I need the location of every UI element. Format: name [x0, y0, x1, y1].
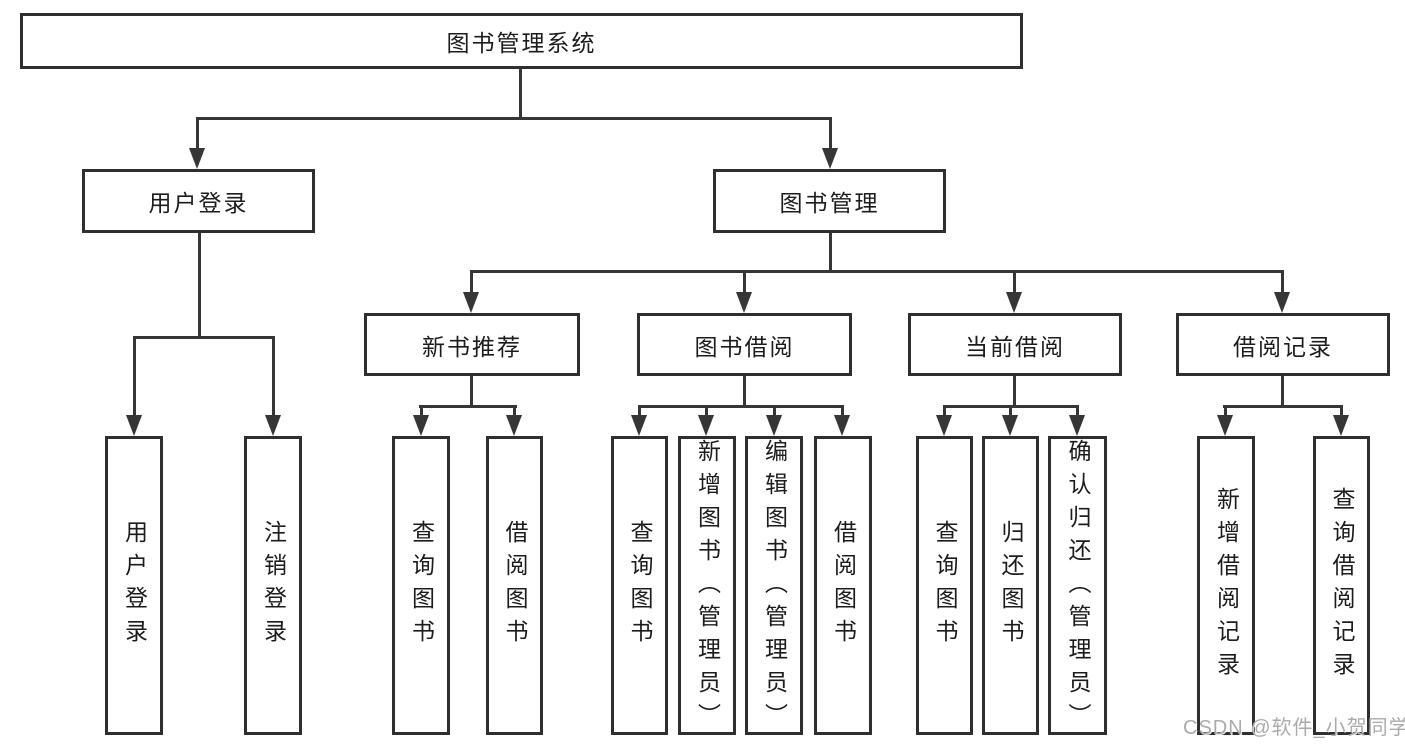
- connector-line: [133, 336, 136, 417]
- arrowhead-icon: [1002, 415, 1018, 436]
- leaf-query-books-current: 查询图书: [916, 436, 973, 735]
- node-borrowing-records: 借阅记录: [1176, 313, 1390, 376]
- connector-line: [420, 405, 423, 418]
- arrowhead-icon: [189, 148, 205, 169]
- connector-line: [470, 270, 473, 295]
- connector-line: [829, 233, 832, 272]
- connector-line: [1013, 376, 1016, 407]
- arrowhead-icon: [736, 292, 752, 313]
- arrowhead-icon: [265, 415, 281, 436]
- connector-line: [1223, 405, 1343, 408]
- connector-line: [272, 336, 275, 417]
- node-user-login: 用户登录: [82, 169, 315, 233]
- connector-line: [1076, 405, 1079, 418]
- connector-line: [841, 405, 844, 418]
- arrowhead-icon: [936, 415, 952, 436]
- connector-line: [829, 117, 832, 151]
- leaf-return-books: 归还图书: [982, 436, 1039, 735]
- connector-line: [638, 405, 844, 408]
- connector-line: [196, 117, 199, 151]
- leaf-query-books-borrowing: 查询图书: [611, 436, 668, 735]
- connector-line: [470, 376, 473, 407]
- node-current-borrowing: 当前借阅: [908, 313, 1122, 376]
- connector-line: [1281, 376, 1284, 407]
- node-new-book-recommendation: 新书推荐: [364, 313, 580, 376]
- connector-line: [705, 405, 708, 418]
- connector-line: [743, 376, 746, 407]
- arrowhead-icon: [766, 415, 782, 436]
- connector-line: [1281, 270, 1284, 295]
- connector-line: [133, 336, 275, 339]
- connector-line: [519, 69, 522, 120]
- connector-line: [196, 117, 832, 120]
- arrowhead-icon: [1006, 292, 1022, 313]
- connector-line: [943, 405, 946, 418]
- leaf-edit-books-admin: 编辑图书（管理员）: [745, 436, 803, 736]
- leaf-borrow-books-recommend: 借阅图书: [486, 436, 543, 735]
- leaf-add-borrow-record: 新增借阅记录: [1197, 436, 1255, 735]
- node-book-management: 图书管理: [713, 169, 946, 233]
- arrowhead-icon: [413, 415, 429, 436]
- node-library-management-system: 图书管理系统: [20, 13, 1023, 69]
- connector-line: [470, 270, 1284, 273]
- arrowhead-icon: [698, 415, 714, 436]
- leaf-query-books-recommend: 查询图书: [392, 436, 450, 735]
- leaf-add-books-admin: 新增图书（管理员）: [678, 436, 736, 736]
- arrowhead-icon: [631, 415, 647, 436]
- connector-line: [638, 405, 641, 418]
- arrowhead-icon: [463, 292, 479, 313]
- connector-line: [743, 270, 746, 295]
- connector-line: [1340, 405, 1343, 418]
- arrowhead-icon: [1274, 292, 1290, 313]
- connector-line: [1009, 405, 1012, 418]
- node-book-borrowing: 图书借阅: [637, 313, 852, 376]
- leaf-logout: 注销登录: [244, 436, 302, 735]
- leaf-query-borrow-record: 查询借阅记录: [1313, 436, 1370, 735]
- arrowhead-icon: [1333, 415, 1349, 436]
- leaf-user-login: 用户登录: [105, 436, 163, 735]
- arrowhead-icon: [1069, 415, 1085, 436]
- connector-line: [419, 405, 517, 408]
- arrowhead-icon: [1217, 415, 1233, 436]
- arrowhead-icon: [506, 415, 522, 436]
- arrowhead-icon: [126, 415, 142, 436]
- connector-line: [1013, 270, 1016, 295]
- connector-line: [513, 405, 516, 418]
- arrowhead-icon: [834, 415, 850, 436]
- watermark: CSDN @软件_小贺同学: [1183, 717, 1405, 739]
- connector-line: [1224, 405, 1227, 418]
- leaf-borrow-books-borrowing: 借阅图书: [814, 436, 872, 735]
- connector-line: [773, 405, 776, 418]
- connector-line: [198, 233, 201, 339]
- leaf-confirm-return-admin: 确认归还（管理员）: [1048, 436, 1107, 736]
- arrowhead-icon: [822, 148, 838, 169]
